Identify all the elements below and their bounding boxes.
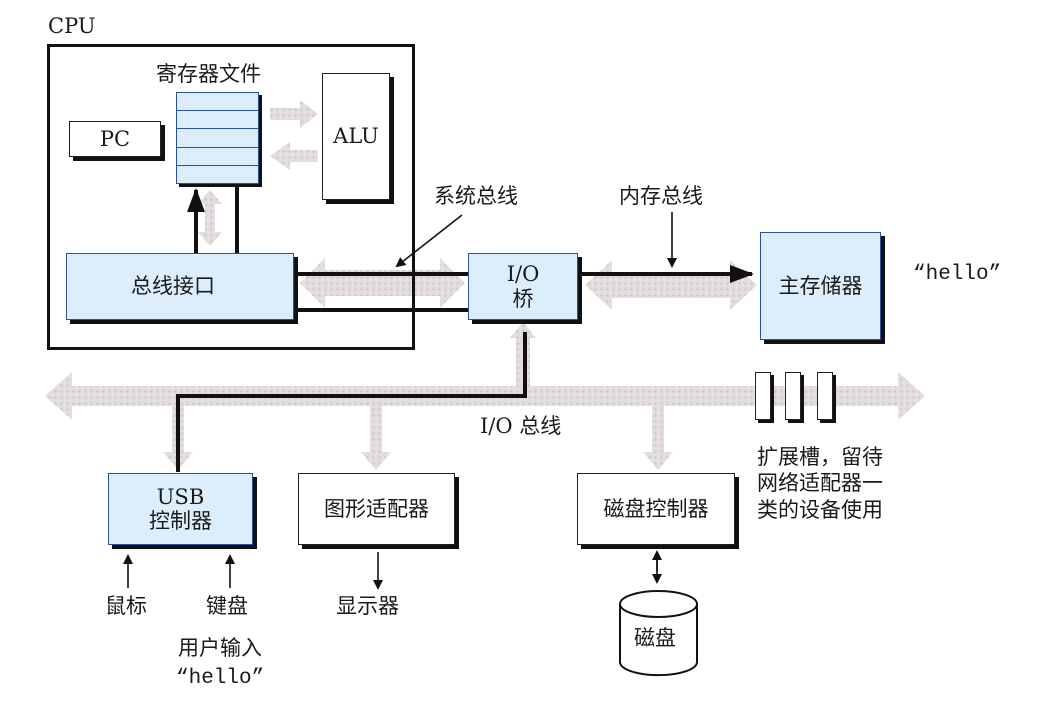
io-bus-label: I/O 总线 (480, 414, 562, 438)
main-memory-label: 主存储器 (778, 273, 863, 298)
expansion-caption-line3: 类的设备使用 (757, 497, 883, 522)
alu-to-regfile-bus (270, 142, 318, 170)
display-label: 显示器 (336, 594, 399, 618)
pc-label: PC (99, 126, 131, 151)
keyboard-label: 键盘 (206, 594, 248, 618)
user-input-hello: “hello” (176, 667, 265, 690)
usb-controller: USB 控制器 (108, 473, 253, 545)
register-row (177, 111, 258, 130)
io-bus-drop-disk (643, 406, 673, 470)
disk-icon (619, 590, 698, 677)
usb-controller-label-line2: 控制器 (149, 509, 212, 533)
io-bridge: I/O 桥 (468, 253, 578, 320)
mouse-label: 鼠标 (105, 594, 147, 618)
bus-interface: 总线接口 (66, 253, 294, 320)
bus-interface-label: 总线接口 (131, 274, 215, 299)
alu-label: ALU (333, 124, 379, 149)
usb-controller-label-line1: USB (156, 484, 205, 509)
regfile-to-alu-bus (270, 100, 318, 128)
user-input-label: 用户输入 (178, 636, 262, 660)
graphics-adapter-label: 图形适配器 (324, 496, 429, 521)
register-row (177, 93, 258, 112)
graphics-adapter: 图形适配器 (298, 473, 455, 545)
disk-label: 磁盘 (634, 626, 676, 650)
cpu-frame (47, 44, 415, 350)
register-file-label: 寄存器文件 (156, 62, 261, 86)
cpu-label: CPU (48, 14, 96, 38)
alu: ALU (322, 73, 390, 200)
memory-content-hello: “hello” (913, 263, 1002, 286)
memory-bus-label: 内存总线 (619, 184, 703, 208)
io-bridge-label-line1: I/O (503, 262, 543, 287)
register-file (176, 92, 259, 184)
register-row (177, 166, 258, 184)
register-row (177, 148, 258, 166)
system-bus-pointer (395, 214, 463, 268)
io-bus-drop-graphics (361, 406, 391, 470)
expansion-slots-caption: 扩展槽，留待 网络适配器一 类的设备使用 (757, 444, 883, 523)
pc-register: PC (69, 121, 161, 157)
expansion-caption-line2: 网络适配器一 (757, 471, 883, 496)
system-bus-label: 系统总线 (434, 184, 518, 208)
disk-controller: 磁盘控制器 (577, 473, 735, 545)
disk-controller-label: 磁盘控制器 (603, 496, 709, 521)
main-memory: 主存储器 (760, 232, 881, 340)
system-bus (300, 258, 465, 308)
expansion-caption-line1: 扩展槽，留待 (757, 445, 883, 469)
usb-to-bridge-path (176, 332, 527, 472)
memory-bus (585, 260, 757, 310)
register-row (177, 129, 258, 148)
expansion-slot (817, 372, 833, 420)
expansion-slot (785, 372, 801, 420)
io-bridge-label-line2: 桥 (509, 286, 537, 311)
expansion-slot (755, 372, 771, 420)
